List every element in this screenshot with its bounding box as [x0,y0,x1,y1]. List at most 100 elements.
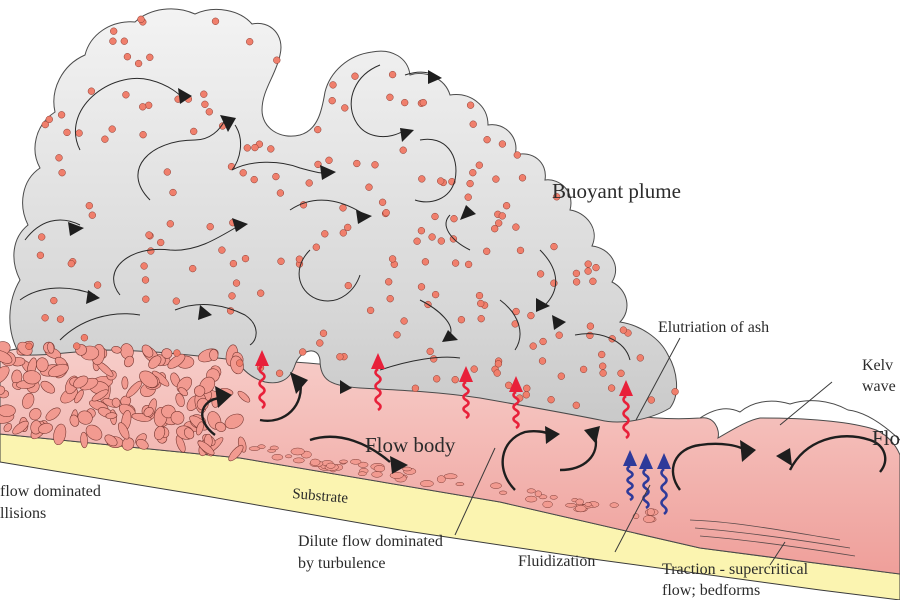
ash-particle [211,17,220,25]
clast [69,414,80,427]
clast [38,422,53,434]
ash-particle [314,125,322,134]
ash-particle [512,307,520,316]
ash-particle [584,267,592,275]
clast [248,446,261,451]
elutriation-arrow-head [459,366,473,382]
ash-particle [457,316,466,324]
ash-particle [141,276,150,284]
ash-particle [80,334,89,342]
ash-particle [319,329,328,337]
ash-particle [437,237,445,245]
ash-particle [492,175,500,183]
ash-particle [56,315,65,323]
ash-particle [169,188,177,197]
ash-particle [592,263,600,272]
ash-particle [147,247,155,255]
ash-particle [371,161,379,169]
ash-particle [351,72,359,80]
fluidization-arrow-shaft [626,464,634,502]
ash-particle [498,212,506,220]
ash-particle [539,337,547,346]
ash-particle [339,229,347,237]
ash-particle [475,161,483,169]
label-traction-line1: Traction - supercritical [662,561,809,578]
ash-particle [157,238,165,247]
ash-particle [25,342,33,350]
clast [643,515,655,523]
clast [22,370,41,385]
clast [373,465,386,473]
flow-circulation-arrows [201,379,887,491]
ash-particle [88,211,96,219]
clast [139,370,159,388]
clast [161,348,173,359]
ash-particle [85,202,93,210]
ash-particles [25,15,679,409]
ash-particle [464,260,473,269]
ash-particle [75,129,83,137]
clast [350,459,362,465]
ash-particle [451,259,460,267]
clast [436,475,446,484]
ash-particle [277,257,285,265]
ash-particle [273,56,281,64]
ash-particle [400,317,408,325]
ash-particle [599,362,607,370]
clast [574,505,587,513]
clast [124,355,134,368]
clast [154,425,166,441]
ash-particle [522,391,530,399]
label-fluidization: Fluidization [518,553,595,570]
ash-particle [93,281,102,289]
ash-particle [267,145,275,153]
ash-particle [146,53,154,61]
clast [402,466,412,472]
ash-particle [536,270,545,278]
clast [111,346,122,354]
ash-particle [365,183,373,191]
clast [36,357,49,372]
ash-particle [137,15,145,23]
ash-particle [344,223,352,232]
elutriation-arrow-shaft [622,394,630,440]
ash-particle [163,168,171,176]
ash-particle [275,369,284,377]
clast [45,407,61,421]
elutriation-arrow-head [509,376,523,392]
ash-particle [241,254,250,263]
clast [40,380,56,394]
ash-particle [276,189,285,197]
ash-particle [41,120,49,129]
ash-particle [518,174,527,182]
elutriation-arrows [255,350,633,440]
ash-particle [109,37,117,45]
ash-particle [502,202,511,210]
clast [80,431,88,449]
ash-particle [431,290,440,299]
ash-particle [87,87,96,95]
ash-particle [498,140,507,148]
ash-particle [336,353,344,361]
clast [271,454,284,461]
ash-particle [110,27,118,35]
label-flow-body: Flow body [365,433,456,457]
clast [443,473,458,480]
clast [389,471,404,479]
ash-particle [120,37,128,45]
clast [111,397,121,408]
ash-particle [513,151,521,159]
ash-particle [469,169,477,177]
ash-particle [428,233,436,241]
ash-particle [353,159,361,168]
ash-particle [579,365,588,374]
clast [228,444,244,462]
clast [499,490,508,495]
label-elutriation: Elutriation of ash [658,319,769,336]
ash-particle [366,306,375,315]
ash-particle [399,146,407,154]
ash-particle [572,401,580,409]
ash-particle [101,135,109,143]
clast [12,420,29,435]
ash-particle [417,227,426,235]
